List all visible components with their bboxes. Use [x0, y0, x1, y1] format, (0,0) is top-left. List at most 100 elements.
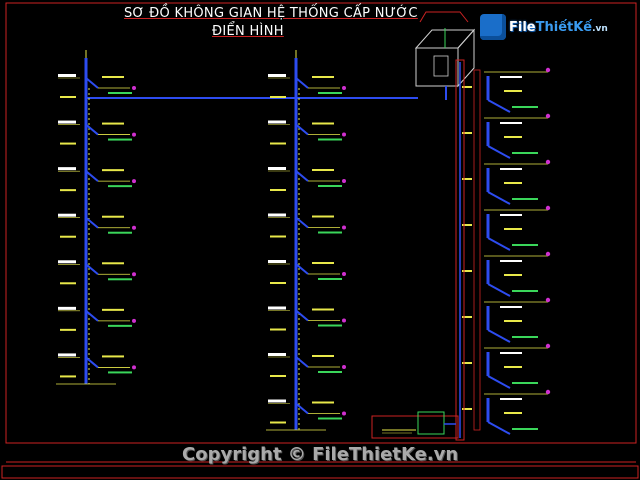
floor-branch-pipe: [487, 421, 511, 435]
pipe-label: [504, 366, 522, 368]
logo-text: FileThiếtKế.vn: [509, 19, 608, 35]
roof-water-tank: [414, 11, 476, 100]
riser-column-right: [462, 67, 551, 435]
floor-tag: [58, 120, 76, 124]
floor-tag: [268, 353, 286, 356]
riser-column-left: [56, 50, 136, 385]
fixture-symbol: [132, 179, 136, 184]
pipe-label: [102, 262, 124, 265]
floor-branch-pipe: [487, 237, 511, 251]
pipe-label: [504, 274, 522, 276]
fixture-symbol: [132, 225, 136, 230]
pipe-label: [108, 92, 132, 94]
pipe-label: [512, 382, 538, 384]
branch-pipe: [295, 263, 309, 275]
pipe-label: [102, 355, 124, 358]
pipe-label: [108, 371, 132, 374]
pipe-label: [500, 260, 522, 262]
floor-label: [270, 142, 286, 145]
pipe-label: [504, 90, 522, 92]
floor-label: [60, 282, 76, 285]
supply-riser-duct: [455, 59, 481, 441]
pipe-label: [318, 371, 342, 373]
fixture-symbol: [132, 365, 136, 370]
pipe-label: [102, 169, 124, 172]
floor-label: [60, 96, 76, 98]
pipe-label: [318, 324, 342, 327]
pipe-label: [318, 278, 342, 280]
floor-label: [60, 375, 76, 378]
floor-label: [60, 142, 76, 145]
floor-label: [270, 375, 286, 377]
pipe-label: [312, 122, 334, 125]
pipe-label: [512, 152, 538, 154]
pipe-label: [102, 215, 124, 218]
fixture-symbol: [342, 318, 346, 323]
riser-column-middle: [266, 50, 346, 431]
pipe-label: [102, 308, 124, 311]
pipe-label: [318, 231, 342, 234]
floor-branch-pipe: [487, 191, 511, 205]
pipe-label: [512, 106, 538, 108]
fixture-symbol: [132, 318, 136, 323]
pipe-label: [512, 428, 538, 430]
branch-pipe: [295, 356, 309, 368]
fixture-symbol: [342, 132, 346, 137]
pipe-label: [500, 306, 522, 308]
floor-tag: [58, 74, 76, 77]
floor-label: [270, 96, 286, 98]
drawing-border: [5, 2, 637, 444]
branch-pipe: [85, 356, 99, 369]
pipe-label: [102, 122, 124, 125]
floor-tag: [58, 353, 76, 357]
pipe-label: [108, 231, 132, 234]
drawing-title: SƠ ĐỒ KHÔNG GIAN HỆ THỐNG CẤP NƯỚC: [124, 6, 418, 21]
floor-tag: [268, 74, 286, 77]
fixture-symbol: [132, 86, 136, 90]
fixture-symbol: [132, 132, 136, 137]
logo-icon: [480, 14, 506, 40]
pipe-label: [318, 417, 342, 420]
branch-pipe: [85, 263, 99, 276]
floor-label: [270, 189, 286, 191]
pipe-label: [500, 76, 522, 78]
site-logo: FileThiếtKế.vn: [480, 12, 608, 42]
floor-tag: [58, 213, 76, 217]
riser-label: [462, 132, 472, 134]
riser-label: [462, 316, 472, 318]
pipe-label: [318, 185, 342, 187]
pipe-label: [312, 308, 334, 311]
branch-pipe: [85, 170, 99, 182]
branch-pipe: [295, 309, 309, 322]
riser-label: [462, 178, 472, 180]
pipe-label: [500, 214, 522, 216]
branch-pipe: [295, 402, 309, 415]
pipe-label: [504, 320, 522, 322]
pipe-label: [504, 228, 522, 230]
riser-label: [462, 86, 472, 88]
pipe-label: [312, 401, 334, 404]
riser-label: [462, 270, 472, 272]
pipe-label: [318, 138, 342, 141]
floor-label: [60, 189, 76, 192]
branch-pipe: [295, 123, 309, 136]
floor-label: [270, 235, 286, 238]
pipe-label: [500, 168, 522, 170]
pipe-label: [504, 412, 522, 414]
branch-pipe: [85, 310, 99, 322]
fixture-symbol: [132, 272, 136, 277]
pipe-label: [512, 290, 538, 292]
branch-pipe: [85, 77, 99, 89]
fixture-symbol: [545, 389, 551, 395]
pipe-label: [312, 215, 334, 218]
fixture-symbol: [545, 297, 551, 303]
floor-tag: [268, 167, 286, 170]
pump-station: [371, 411, 459, 439]
pipe-label: [312, 76, 334, 78]
pipe-label: [108, 324, 132, 327]
fixture-symbol: [545, 159, 551, 165]
floor-tag: [58, 260, 76, 264]
pipe-label: [500, 352, 522, 354]
branch-pipe: [85, 216, 99, 229]
